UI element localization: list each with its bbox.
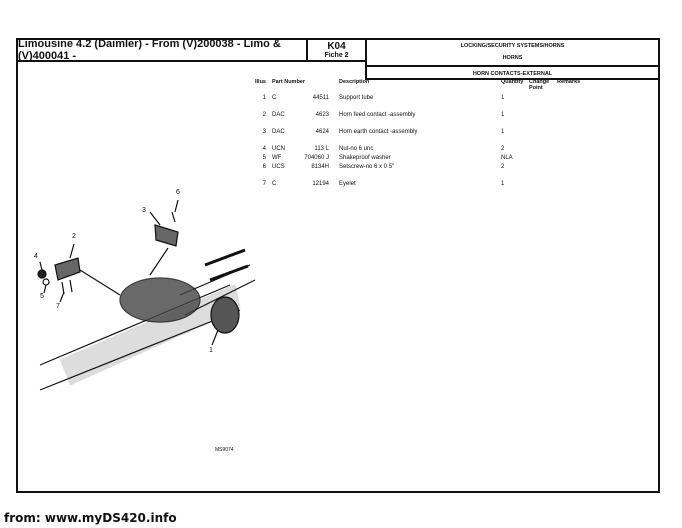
cell-description: Nut-no 6 unc <box>339 146 374 152</box>
cell-number: 8134H <box>311 164 329 170</box>
cell-number: 12194 <box>312 181 329 187</box>
cell-quantity: 1 <box>501 95 505 101</box>
col-illus: Illus <box>254 79 266 85</box>
subgroup-title: HORNS <box>502 55 523 61</box>
cell-prefix: WF <box>272 155 282 161</box>
table-row: 2 DAC 4623 Horn feed contact -assembly 1 <box>252 112 580 129</box>
feed-contact <box>54 257 81 281</box>
cell-number: 113 L <box>314 146 329 152</box>
cell-quantity: 2 <box>501 146 505 152</box>
cell-prefix: UCS <box>272 164 285 170</box>
cell-number: 4624 <box>315 129 329 135</box>
callout-1: 1 <box>209 347 213 354</box>
section-title: HORN CONTACTS-EXTERNAL <box>365 65 660 84</box>
cell-prefix: DAC <box>272 112 285 118</box>
cell-number: 44511 <box>312 95 329 101</box>
col-description: Description <box>339 79 370 85</box>
cell-illus: 5 <box>262 155 266 161</box>
group-header: LOCKING/SECURITY SYSTEMS/HORNS HORNS HOR… <box>365 38 660 80</box>
section-code: K04 <box>327 41 346 52</box>
table-row: 6 UCS 8134H Setscrew-no 6 x 0 5" 2 <box>252 164 580 181</box>
col-change-point: Change Point <box>529 79 550 91</box>
cell-quantity: 1 <box>501 129 505 135</box>
callout-7: 7 <box>56 303 60 310</box>
cell-description: Shakeproof washer <box>339 155 391 161</box>
cell-quantity: NLA <box>501 155 513 161</box>
table-row: 5 WF 704060 J Shakeproof washer NLA <box>252 155 580 164</box>
cell-prefix: C <box>272 181 277 187</box>
cell-description: Support tube <box>339 95 374 101</box>
cell-prefix: UCN <box>272 146 285 152</box>
cell-prefix: DAC <box>272 129 285 135</box>
col-part-number: Part Number <box>272 79 306 85</box>
parts-table: Illus Part Number Description Quantity C… <box>252 79 580 198</box>
callout-3: 3 <box>142 207 146 214</box>
col-quantity: Quantity <box>501 79 524 85</box>
cell-number: 4623 <box>315 112 329 118</box>
model-title: Limousine 4.2 (Daimler) - From (V)200038… <box>16 38 308 62</box>
callout-2: 2 <box>72 233 76 240</box>
cell-description: Horn earth contact -assembly <box>339 129 418 135</box>
callout-4: 4 <box>34 253 38 260</box>
cell-quantity: 1 <box>501 112 505 118</box>
horn-contact-ring <box>210 296 240 334</box>
cell-illus: 2 <box>262 112 266 118</box>
table-row: 4 UCN 113 L Nut-no 6 unc 2 <box>252 146 580 155</box>
drawing-reference: MS9074 <box>215 447 234 453</box>
cell-prefix: C <box>272 95 277 101</box>
callout-5: 5 <box>40 293 44 300</box>
cell-quantity: 1 <box>501 181 505 187</box>
fiche-number: Fiche 2 <box>324 52 349 59</box>
cell-illus: 1 <box>262 95 266 101</box>
column-housing <box>119 277 201 323</box>
cell-illus: 6 <box>262 164 266 170</box>
table-row: 3 DAC 4624 Horn earth contact -assembly 1 <box>252 129 580 146</box>
callout-6: 6 <box>176 189 180 196</box>
cell-description: Eyelet <box>339 181 356 187</box>
cell-illus: 3 <box>262 129 266 135</box>
cell-description: Setscrew-no 6 x 0 5" <box>339 164 395 170</box>
earth-contact <box>154 224 179 247</box>
col-remarks: Remarks <box>557 79 581 85</box>
cell-illus: 4 <box>262 146 266 152</box>
cell-quantity: 2 <box>501 164 505 170</box>
cell-illus: 7 <box>262 181 266 187</box>
cell-number: 704060 J <box>304 155 329 161</box>
source-footer: from: www.myDS420.info <box>4 511 177 525</box>
group-title: LOCKING/SECURITY SYSTEMS/HORNS <box>460 43 565 49</box>
cell-description: Horn feed contact -assembly <box>339 112 416 118</box>
